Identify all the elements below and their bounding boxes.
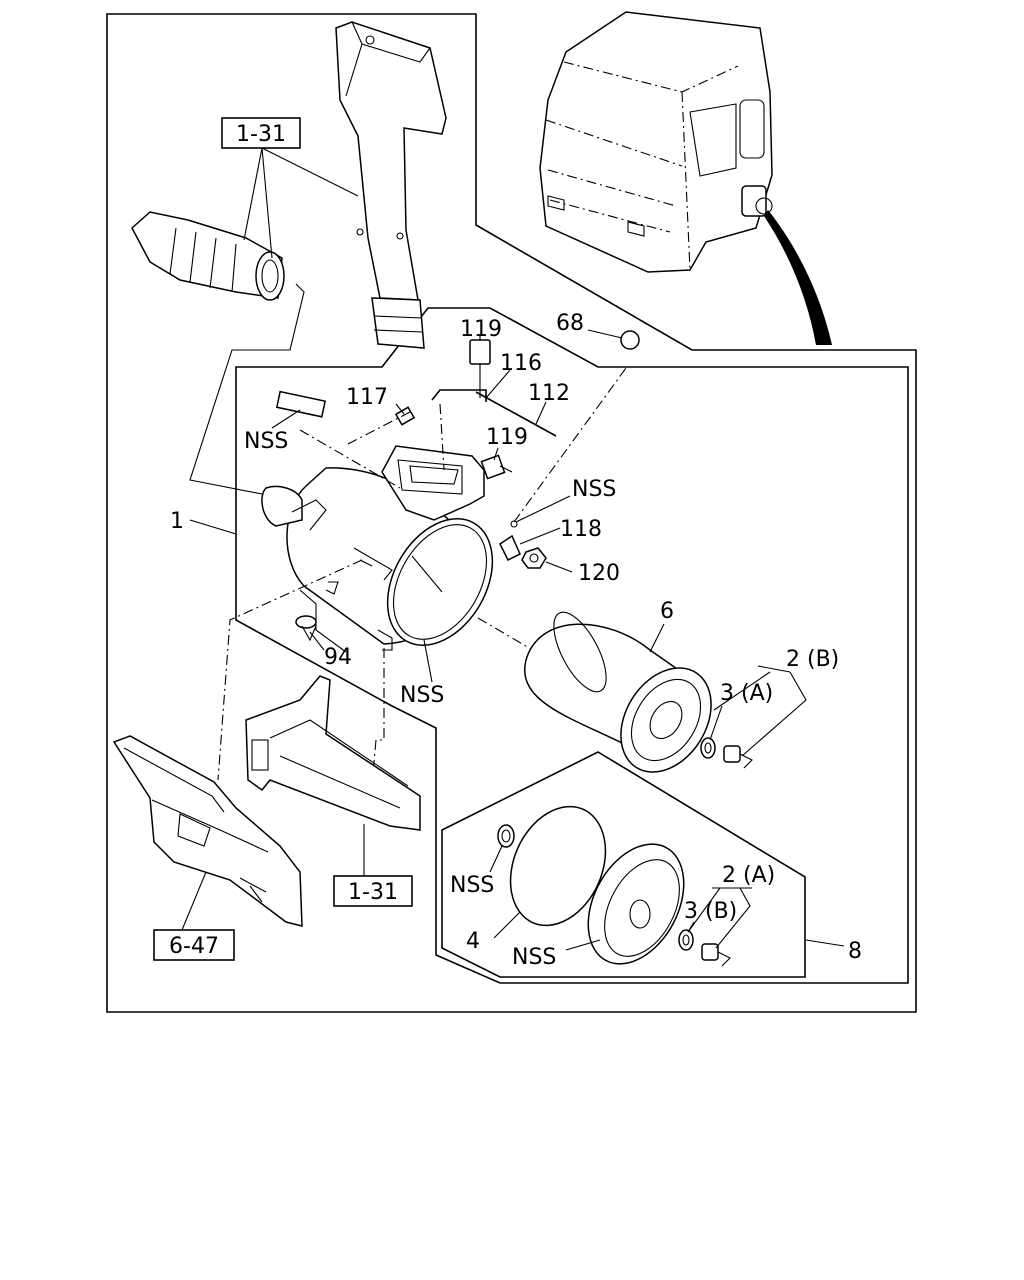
cab-leader-arrow [764, 210, 832, 345]
assembly-line-5 [217, 559, 363, 781]
clip-94 [295, 615, 317, 642]
leader-3a [709, 705, 723, 741]
callout-nss-bottom: NSS [400, 683, 444, 708]
leader-8 [805, 939, 845, 947]
ref-label-1-31-top: 1-31 [236, 122, 286, 147]
callout-nss-top-left: NSS [244, 429, 288, 454]
truck-cab [539, 11, 773, 273]
washer-3b [678, 929, 694, 951]
leader-116 [485, 369, 511, 399]
callout-120: 120 [578, 561, 620, 586]
leader-nss-bottom [423, 639, 433, 683]
callout-117: 117 [346, 385, 388, 410]
bracket-2b [713, 665, 807, 757]
leader-120 [545, 561, 573, 573]
leader-nss-top [271, 409, 301, 429]
bolt-119-mid [480, 454, 513, 480]
leader-112 [535, 401, 547, 425]
washer-3a [700, 737, 716, 759]
leader-3b [687, 921, 695, 933]
leader-68 [587, 329, 623, 339]
air-cleaner-housing [261, 445, 494, 653]
leader-4 [493, 911, 521, 939]
leader-118 [519, 527, 561, 545]
callout-3b: 3 (B) [684, 899, 737, 924]
wing-bolt-2b [723, 745, 753, 769]
assembly-line-2 [439, 403, 445, 471]
callout-119-mid: 119 [486, 425, 528, 450]
end-cover-nss [587, 843, 685, 965]
bracket-118 [499, 520, 521, 562]
intake-snorkel [335, 21, 447, 349]
leader-119-mid [493, 447, 499, 461]
leader-nss-right [515, 495, 571, 523]
callout-6: 6 [660, 599, 674, 624]
callout-68: 68 [556, 311, 584, 336]
callout-116: 116 [500, 351, 542, 376]
inner-frame [235, 307, 909, 984]
leader-nss-gasket [489, 845, 503, 873]
leader-nss-cover [565, 939, 601, 951]
filter-element [523, 611, 712, 773]
callout-8: 8 [848, 939, 862, 964]
leader-1 [189, 519, 237, 535]
ref-label-6-47: 6-47 [169, 934, 219, 959]
callout-1: 1 [170, 509, 184, 534]
assembly-line-7 [513, 367, 627, 523]
kit-frame [441, 751, 806, 978]
callout-94: 94 [324, 645, 352, 670]
mounting-plate [112, 735, 303, 927]
wing-bolt-2a [701, 943, 731, 967]
callout-118: 118 [560, 517, 602, 542]
assembly-line-3 [347, 411, 411, 445]
fitting-68 [620, 330, 640, 350]
ref-box-6-47 [153, 929, 235, 961]
support-bracket [245, 675, 421, 831]
hose-connection-line [189, 283, 305, 495]
nut-120 [521, 547, 547, 569]
intake-hose [131, 211, 285, 301]
ref-label-1-31-bottom: 1-31 [348, 880, 398, 905]
ref-leader-6-47 [181, 871, 207, 931]
callout-2b: 2 (B) [786, 647, 839, 672]
callout-nss-gasket: NSS [450, 873, 494, 898]
callout-112: 112 [528, 381, 570, 406]
callout-3a: 3 (A) [720, 681, 773, 706]
leader-117 [395, 403, 405, 415]
callout-nss-right: NSS [572, 477, 616, 502]
callout-2a: 2 (A) [722, 863, 775, 888]
rod-112 [475, 391, 557, 437]
pipe-116 [431, 389, 487, 402]
leader-94 [309, 631, 325, 651]
nipple-117 [394, 406, 416, 426]
nss-plate-top [275, 390, 327, 418]
callout-nss-cover: NSS [512, 945, 556, 970]
assembly-line-4 [477, 617, 561, 667]
leader-6 [649, 623, 665, 653]
outer-frame [106, 13, 917, 1013]
ref-box-1-31-bottom [333, 875, 413, 907]
gasket-4 [509, 805, 607, 927]
ref-leader-1-31-top [243, 147, 359, 259]
ref-box-1-31-top [221, 117, 301, 149]
callout-4: 4 [466, 929, 480, 954]
clip-94-mark [325, 581, 339, 595]
bracket-2a [687, 887, 752, 949]
gasket-nss [497, 824, 515, 848]
callout-119-top: 119 [460, 317, 502, 342]
band-bolt [411, 555, 443, 593]
